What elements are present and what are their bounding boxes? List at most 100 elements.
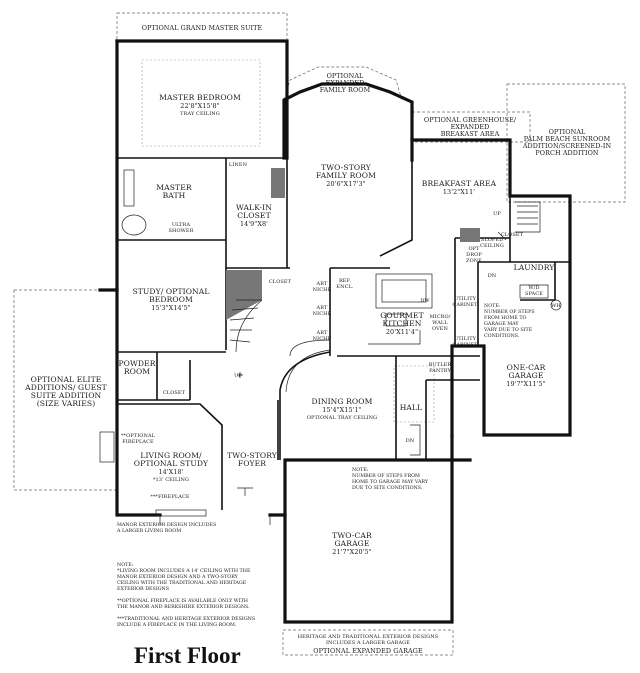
family-room-1: TWO-STORY: [321, 163, 372, 172]
exterior-walls: [98, 39, 572, 624]
wd-space-2: SPACE: [525, 291, 543, 297]
opt-fireplace-1: **OPTIONAL: [121, 433, 156, 439]
garage-note-4: GARAGE MAY: [484, 321, 519, 327]
water-heater-label: WH: [551, 303, 561, 309]
dining-ceiling: OPTIONAL TRAY CEILING: [307, 415, 377, 421]
study-2: BEDROOM: [149, 295, 193, 304]
walkin-1: WALK-IN: [236, 203, 272, 212]
master-bedroom-name: MASTER BEDROOM: [159, 93, 241, 102]
walkin-2: CLOSET: [237, 211, 271, 220]
garage-note-5: VARY DUE TO SITE: [483, 327, 533, 333]
note-line-11: INCLUDE A FIREPLACE IN THE LIVING ROOM.: [117, 622, 237, 628]
up-label-rear: UP: [493, 211, 501, 217]
family-room-2: FAMILY ROOM: [316, 171, 376, 180]
garage-note-2: NUMBER OF STEPS: [484, 309, 535, 315]
floor-title: First Floor: [134, 643, 241, 668]
kitchen-size: 20'X11'4": [386, 328, 418, 336]
master-bath-2: BATH: [163, 191, 186, 200]
greenhouse-1: OPTIONAL GREENHOUSE/: [424, 116, 517, 124]
garage-note-3: FROM HOME TO: [484, 315, 527, 321]
dining-1: DINING ROOM: [312, 397, 373, 406]
elite-3: SUITE ADDITION: [31, 391, 102, 400]
utility-cabinet-2b: CABINET: [452, 342, 478, 348]
expanded-family-2: EXPANDED: [326, 79, 365, 87]
ref-encl-1: REF.: [339, 278, 351, 284]
sloped-2: CEILING: [480, 243, 504, 249]
steps-note-1: NOTE:: [352, 467, 369, 473]
heritage-note-1: HERITAGE AND TRADITIONAL EXTERIOR DESIGN…: [298, 634, 439, 640]
family-room-size: 20'6"X17'3": [326, 180, 365, 188]
breakfast-name: BREAKFAST AREA: [422, 179, 497, 188]
butler-1: BUTLER: [429, 362, 452, 368]
sunroom-2: PALM BEACH SUNROOM: [524, 135, 611, 143]
greenhouse-3: BREAKAST AREA: [441, 130, 500, 138]
expanded-family-1: OPTIONAL: [327, 72, 364, 80]
living-1: LIVING ROOM/: [140, 451, 202, 460]
closet-laundry-label: CLOSET: [501, 232, 524, 238]
art-niche-3a: ART: [316, 330, 328, 336]
art-niche-2b: NICHE: [313, 311, 332, 317]
note-line-7: **OPTIONAL FIREPLACE IS AVAILABLE ONLY W…: [117, 598, 248, 604]
drop-zone-1: OPT: [468, 246, 480, 252]
note-line-1: NOTE:: [117, 562, 134, 568]
grand-master-label: OPTIONAL GRAND MASTER SUITE: [142, 24, 263, 32]
steps-note-3: HOME TO GARAGE MAY VARY: [352, 479, 429, 485]
closet-foyer-label: CLOSET: [269, 279, 292, 285]
one-car-1: ONE-CAR: [507, 363, 546, 372]
steps-note-4: DUE TO SITE CONDITIONS.: [352, 485, 423, 491]
elite-1: OPTIONAL ELITE: [31, 375, 102, 384]
utility-cabinet-1b: CABINET: [452, 302, 478, 308]
note-line-4: CEILING WITH THE TRADITIONAL AND HERITAG…: [117, 580, 247, 586]
powder-2: ROOM: [124, 367, 150, 376]
one-car-2: GARAGE: [509, 371, 544, 380]
living-2: OPTIONAL STUDY: [134, 459, 209, 468]
micro-2: WALL: [432, 320, 448, 326]
master-bath-1: MASTER: [156, 183, 192, 192]
kitchen-1: GOURMET: [380, 311, 424, 320]
expanded-family-3: FAMILY ROOM: [320, 86, 371, 94]
fireplace-label: ***FIREPLACE: [150, 494, 190, 500]
note-line-2: *LIVING ROOM INCLUDES A 14' CEILING WITH…: [117, 568, 251, 574]
sunroom-1: OPTIONAL: [549, 128, 586, 136]
hall-label: HALL: [400, 403, 423, 412]
sunroom-4: PORCH ADDITION: [535, 149, 599, 157]
note-line-8: THE MANOR AND BERKSHIRE EXTERIOR DESIGNS…: [117, 604, 250, 610]
expanded-garage-label: OPTIONAL EXPANDED GARAGE: [313, 647, 423, 655]
wd-space-1: W/D: [528, 285, 539, 291]
garage-note-6: CONDITIONS.: [484, 333, 520, 339]
dn-label-hall: DN: [406, 438, 415, 444]
study-size: 15'3"X14'5": [151, 304, 190, 312]
living-size: 14'X18': [158, 468, 183, 476]
foyer-1: TWO-STORY: [227, 451, 278, 460]
ultra-shower-2: SHOWER: [168, 228, 193, 234]
two-car-1: TWO-CAR: [332, 531, 372, 540]
elite-4: (SIZE VARIES): [37, 399, 96, 408]
art-niche-1b: NICHE: [313, 287, 332, 293]
study-1: STUDY/ OPTIONAL: [132, 287, 209, 296]
utility-cabinet-1a: UTILITY: [454, 296, 477, 302]
micro-1: MICRO/: [429, 314, 450, 320]
art-niche-3b: NICHE: [313, 336, 332, 342]
dn-label-laundry: DN: [488, 273, 497, 279]
walkin-size: 14'9"X8': [240, 220, 268, 228]
note-line-5: EXTERIOR DESIGNS: [117, 586, 169, 592]
fixtures: [99, 168, 562, 525]
two-car-2: GARAGE: [335, 539, 370, 548]
utility-cabinet-2a: UTILITY: [454, 336, 477, 342]
two-car-size: 21'7"X20'5": [332, 548, 371, 556]
note-line-10: ***TRADITIONAL AND HERITAGE EXTERIOR DES…: [117, 616, 255, 622]
dw-label: DW: [420, 298, 430, 304]
master-bedroom-ceiling: TRAY CEILING: [180, 111, 220, 117]
sloped-1: SLOPED: [481, 237, 503, 243]
art-niche-1a: ART: [316, 281, 328, 287]
art-niche-2a: ART: [316, 305, 328, 311]
garage-note-1: NOTE:: [484, 303, 501, 309]
dining-size: 15'4"X15'1": [322, 406, 361, 414]
ultra-shower-1: ULTRA: [172, 222, 191, 228]
manor-note-2: A LARGER LIVING ROOM: [116, 528, 181, 534]
butler-2: PANTRY: [429, 368, 451, 374]
up-label-stair: UP: [234, 373, 242, 379]
kitchen-2: KITCHEN: [382, 319, 421, 328]
closet-powder-label: CLOSET: [163, 390, 186, 396]
sunroom-3: ADDITION/SCREENED-IN: [522, 142, 612, 150]
